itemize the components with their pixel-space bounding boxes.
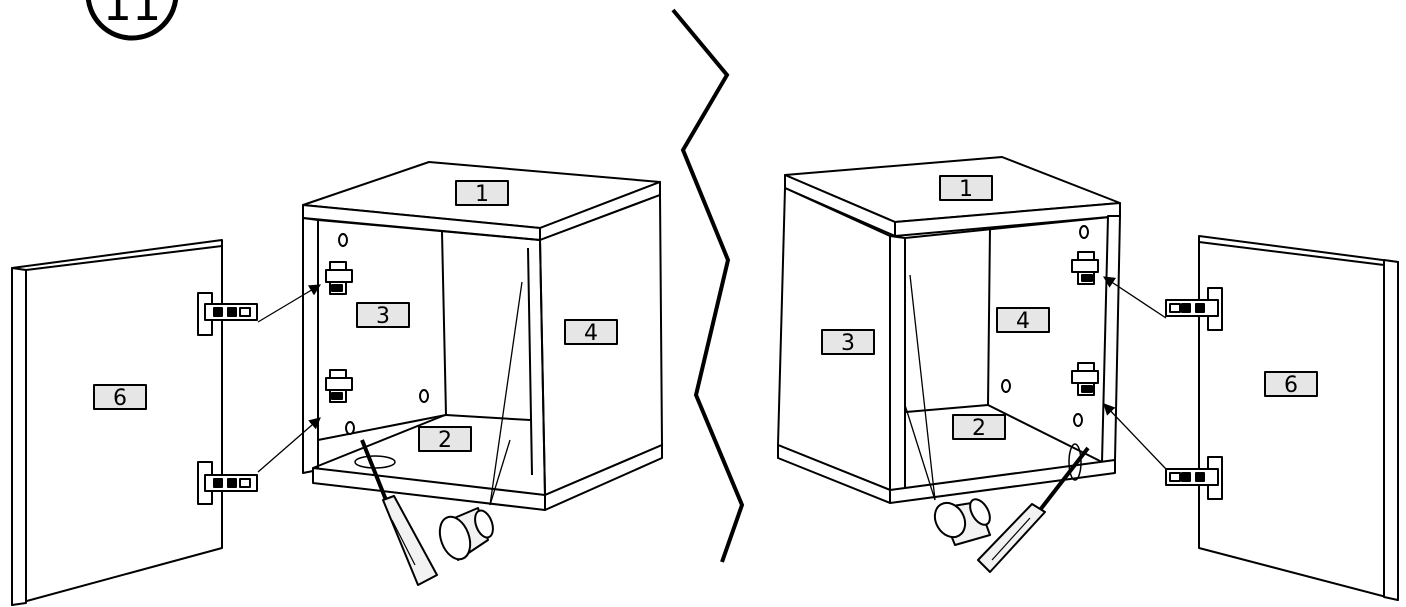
label-side: 4 (565, 320, 617, 346)
svg-text:6: 6 (113, 386, 127, 411)
label-door: 6 (94, 385, 146, 411)
section-divider (673, 10, 742, 562)
screwdriver-icon (355, 440, 437, 585)
svg-text:1: 1 (475, 182, 489, 207)
left-door-panel (12, 240, 222, 605)
hinge-plate-icon (1072, 363, 1098, 395)
hinge-plate-icon (1072, 252, 1098, 284)
svg-text:2: 2 (972, 416, 986, 441)
hinge-icon (1166, 288, 1222, 330)
label-bottom: 2 (953, 415, 1005, 441)
hinge-icon (198, 293, 257, 335)
label-back: 3 (357, 303, 409, 329)
label-back: 4 (997, 308, 1049, 334)
label-top: 1 (940, 176, 992, 202)
hinge-icon (198, 462, 257, 504)
svg-text:4: 4 (1016, 309, 1030, 334)
hinge-icon (1166, 457, 1222, 499)
label-side: 3 (822, 330, 874, 356)
svg-text:6: 6 (1284, 373, 1298, 398)
knob-icon (929, 496, 994, 545)
left-assembly: 1 3 4 2 6 (12, 162, 662, 605)
right-assembly: 1 3 4 2 6 (778, 157, 1398, 600)
svg-text:1: 1 (959, 177, 973, 202)
hinge-plate-icon (326, 262, 352, 294)
step-number: 11 (103, 0, 162, 31)
label-top: 1 (456, 181, 508, 207)
knob-icon (434, 508, 496, 563)
svg-text:3: 3 (376, 304, 390, 329)
label-bottom: 2 (419, 427, 471, 453)
screwdriver-icon (978, 444, 1088, 572)
right-door-panel (1199, 236, 1398, 600)
svg-text:4: 4 (584, 321, 598, 346)
hinge-plate-icon (326, 370, 352, 402)
svg-text:3: 3 (841, 331, 855, 356)
label-door: 6 (1265, 372, 1317, 398)
step-number-badge: 11 (88, 0, 176, 38)
svg-text:2: 2 (438, 428, 452, 453)
